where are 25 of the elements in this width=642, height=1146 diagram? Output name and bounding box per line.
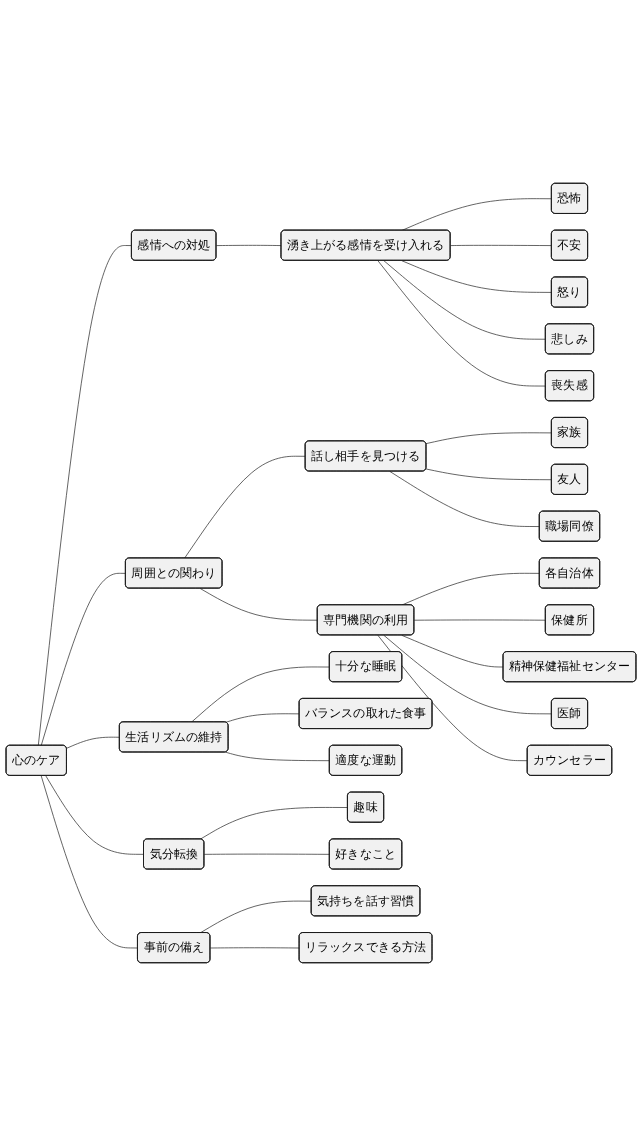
connector [383, 634, 553, 715]
connector [401, 260, 553, 293]
connector [216, 244, 282, 246]
connector [377, 260, 547, 387]
connector [401, 634, 504, 668]
connector [413, 619, 547, 621]
connector [425, 468, 553, 481]
connector [199, 588, 318, 621]
connector [184, 455, 306, 559]
connector [225, 713, 300, 723]
connector [389, 471, 541, 527]
connector [383, 260, 547, 340]
connector [225, 751, 331, 762]
connector [377, 634, 528, 762]
connector [66, 736, 121, 749]
connector [203, 853, 331, 855]
connector [450, 244, 553, 246]
connector [425, 432, 553, 444]
connector [191, 666, 331, 723]
connector [199, 807, 349, 840]
connector [45, 775, 145, 855]
connector [40, 775, 139, 949]
connector [37, 245, 133, 746]
connector [40, 572, 127, 746]
connector [209, 947, 300, 949]
